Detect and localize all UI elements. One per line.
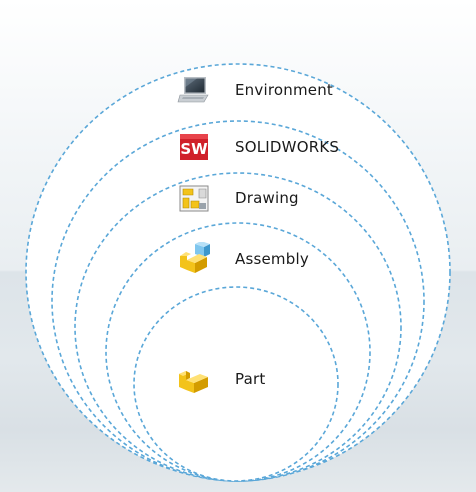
drawing-sheet-icon [179,185,209,212]
assembly-icon [180,242,210,273]
solidworks-logo-icon: SW [180,134,208,160]
layer-label: Environment [235,81,333,99]
part-icon [179,371,208,393]
laptop-icon [177,77,209,103]
layer-drawing: Drawing [177,181,299,215]
logo-text: SW [180,140,208,158]
layer-label: Part [235,370,266,388]
layer-assembly: Assembly [177,242,309,276]
layer-label: SOLIDWORKS [235,138,340,156]
layer-part: Part [177,362,265,396]
ring-part [133,286,339,482]
layer-environment: Environment [177,73,333,107]
layer-label: Drawing [235,189,299,207]
layer-solidworks: SW SOLIDWORKS [177,130,339,164]
layer-label: Assembly [235,250,309,268]
